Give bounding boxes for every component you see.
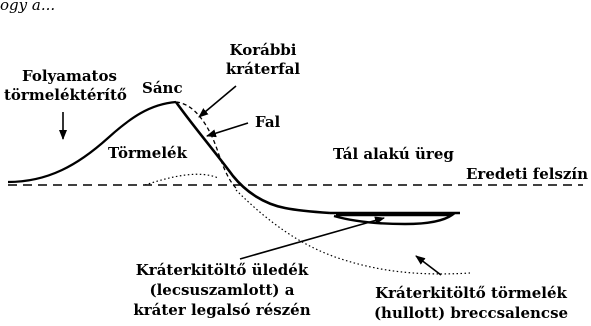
crater-fill-lens (330, 211, 460, 226)
arrow-breccsa (415, 255, 442, 276)
label-tal-alaku-ureg: Tál alakú üreg (333, 145, 454, 163)
arrow-uledek (239, 216, 385, 260)
label-tormelek: Törmelék (108, 144, 187, 162)
former-crater-wall-line (175, 101, 237, 189)
label-folyamatos-line1: Folyamatos (22, 67, 117, 85)
debris-boundary-line (144, 173, 219, 186)
label-korabbi-line2: kráterfal (225, 60, 301, 78)
label-eredeti-felszin: Eredeti felszín (466, 165, 589, 183)
label-breccsa-line1: Kráterkitöltő törmelék (375, 284, 567, 302)
label-uledek-line1: Kráterkitöltő üledék (135, 261, 309, 279)
arrow-fal (206, 122, 249, 138)
label-korabbi-line1: Korábbi (229, 41, 297, 59)
label-breccsa-line2: (hullott) breccsalencse (373, 304, 569, 322)
ejecta-blanket-profile (7, 100, 177, 184)
arrow-korabbi-kraterfal (198, 85, 237, 118)
label-uledek-line2: (lecsuszamlott) a (149, 281, 295, 299)
crater-wall-profile (174, 101, 331, 215)
label-fal: Fal (255, 113, 281, 131)
caption-fragment: ogy a... (0, 0, 56, 14)
label-sanc: Sánc (142, 79, 183, 97)
label-folyamatos-line2: törmeléktérítő (4, 86, 127, 104)
label-uledek-line3: kráter legalsó részén (133, 301, 311, 319)
